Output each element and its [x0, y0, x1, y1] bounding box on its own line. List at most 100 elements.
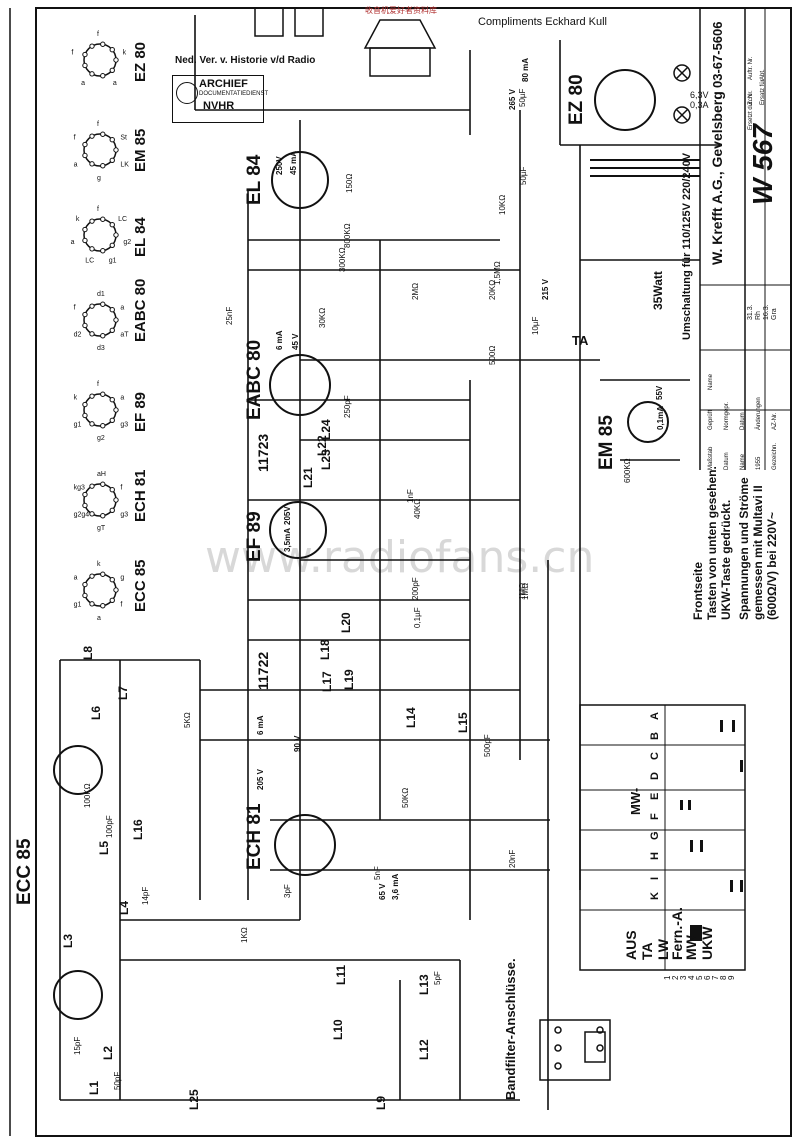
pin-label: g2g4	[74, 512, 90, 519]
maker-label: W. Krefft A.G., Gevelsberg	[709, 91, 725, 265]
switch-col-label: TA	[639, 942, 655, 960]
watermark-chinese: 收音机爱好者资料库	[365, 6, 437, 15]
title-table-label: Name	[740, 453, 746, 470]
watermark-text: www.radiofans.cn	[205, 532, 594, 583]
component-value: 5KΩ	[183, 712, 192, 728]
pin-label: f	[120, 485, 122, 492]
title-field-label: Z. Nr.	[748, 90, 754, 105]
coil-label-l21: L21	[301, 467, 315, 488]
component-value: 15pF	[73, 1037, 82, 1055]
archive-org: NVHR	[203, 100, 235, 112]
switch-letter: I	[649, 877, 661, 880]
coil-label-l15: L15	[456, 712, 470, 733]
transformer	[590, 159, 700, 177]
measure-note-3: (600Ω/V) bei 220V~	[765, 512, 779, 620]
title-table-label: Maßstab	[708, 446, 714, 470]
tube-ecc85-b	[53, 970, 103, 1020]
voltage-label: 45 V	[291, 333, 300, 350]
title-table-value: Gra	[771, 308, 778, 320]
component-value: 0,1µF	[413, 607, 422, 628]
switch-letter: A	[649, 712, 661, 720]
switch-row-number: 5	[695, 975, 704, 980]
label-em85: EM 85	[596, 415, 617, 470]
component-value: 100KΩ	[83, 783, 92, 808]
component-value: 50µF	[518, 88, 527, 107]
label-el84: EL 84	[244, 154, 265, 205]
speaker	[254, 7, 437, 77]
pinout-type-label: ECC 85	[132, 559, 149, 612]
tube-ecc85-a	[53, 745, 103, 795]
outer-frame	[35, 7, 792, 1137]
coil-label-l17: L17	[320, 671, 334, 692]
coil-label-l2: L2	[101, 1046, 115, 1060]
switch-letter: K	[649, 892, 661, 900]
pin-label: f	[74, 305, 76, 312]
pin-label: d2	[74, 332, 82, 339]
lamps	[673, 64, 691, 124]
switch-row-number: 4	[687, 975, 696, 980]
pin-label: LC	[85, 257, 94, 264]
component-value: 50KΩ	[401, 788, 410, 808]
coil-label-l18: L18	[318, 639, 332, 660]
pin-label: f	[120, 602, 122, 609]
tube-ez80	[594, 69, 656, 131]
fuse-label: TA	[572, 333, 589, 348]
coil-label-l10: L10	[331, 1019, 345, 1040]
wave-switch-table	[579, 704, 746, 971]
pin-label: g	[120, 575, 124, 582]
component-value: 1,5MΩ	[493, 261, 502, 285]
voltage-label: 205 V	[256, 768, 265, 790]
switch-row-number: 7	[711, 975, 720, 980]
pin-label: a	[74, 575, 78, 582]
component-value: 1MΩ	[518, 583, 527, 600]
switch-col-label: LW	[655, 938, 671, 960]
component-value: 5nF	[373, 866, 382, 880]
voltage-label: 80 mA	[521, 58, 530, 82]
wattage-label: 35Watt	[651, 271, 665, 310]
component-value: 20nF	[508, 850, 517, 868]
component-value: 50µF	[519, 166, 528, 185]
pin-label: gT	[97, 525, 106, 532]
component-value: 5pF	[433, 971, 442, 985]
title-table-label: Datum	[740, 412, 746, 430]
pin-label: k	[123, 50, 127, 57]
pinout-type-label: EL 84	[132, 217, 149, 257]
measure-note-1: Spannungen und Ströme	[737, 477, 751, 620]
title-table-value: 16.3.	[763, 304, 770, 320]
label-ecc85: ECC 85	[14, 838, 35, 905]
coil-label-l16: L16	[131, 819, 145, 840]
switch-letter: G	[649, 831, 661, 840]
coil-label-l25: L25	[187, 1089, 201, 1110]
switch-col-label: AUS	[623, 930, 639, 960]
title-table-label: Gezeichn.	[772, 443, 778, 470]
component-value: 100pF	[105, 815, 114, 838]
voltage-label: 0,1mA	[656, 406, 665, 430]
bandfilter-label: Bandfilter-Anschlüsse.	[503, 958, 518, 1100]
pin-label: k	[97, 561, 101, 568]
switch-col-label: Fern.-A.	[669, 907, 685, 960]
title-field-label: Auftr. Nr.	[748, 56, 754, 80]
stage-labels: ECC 85 ECH 81 EF 89 EABC 80 EL 84 EZ 80 …	[14, 74, 617, 905]
coil-label-l3: L3	[61, 934, 75, 948]
pin-label: g2	[123, 239, 131, 246]
pin-label: a	[113, 80, 117, 87]
component-value: 1nF	[406, 489, 415, 503]
pin-label: a	[81, 80, 85, 87]
front-note-1: Frontseite	[691, 562, 705, 620]
coil-label-l4: L4	[117, 901, 131, 915]
voltage-label: 45 mA	[289, 151, 298, 175]
coil-label-l20: L20	[339, 612, 353, 633]
front-note-3: UKW-Taste gedrückt.	[719, 500, 733, 620]
component-value: 40KΩ	[413, 499, 422, 519]
pinout-type-label: EABC 80	[132, 279, 149, 342]
